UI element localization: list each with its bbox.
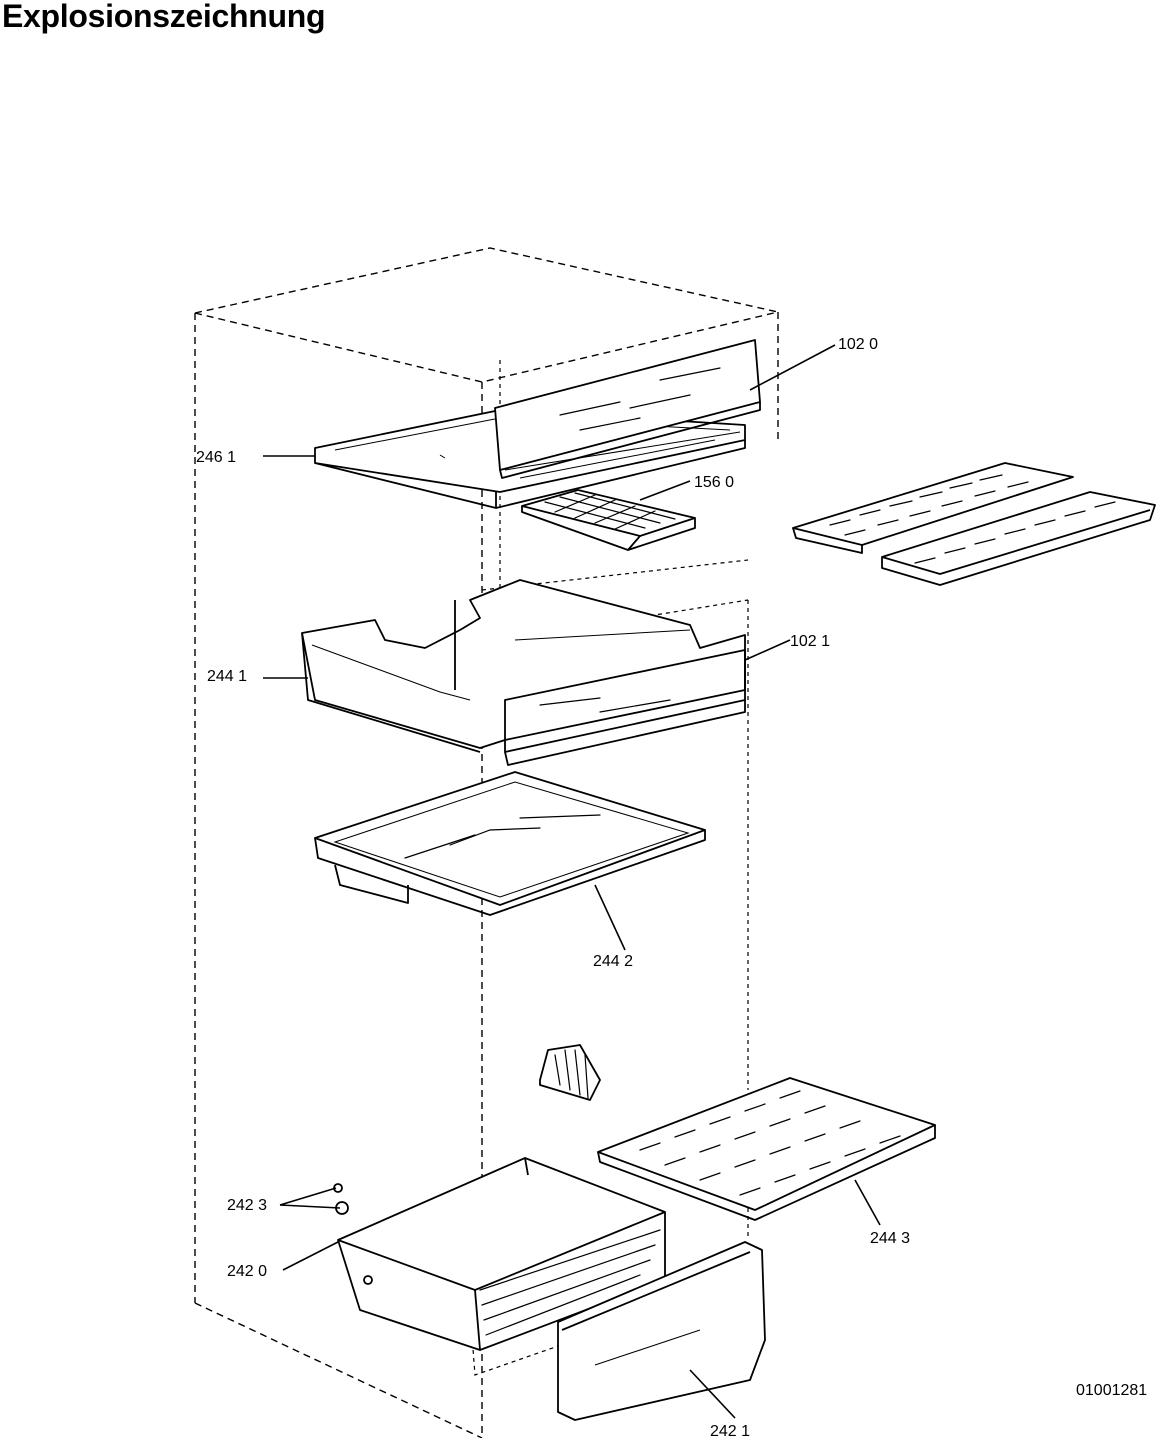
callout-156-0: 156 0	[694, 474, 734, 491]
part-flap-102-0	[494, 339, 761, 479]
callout-244-3: 244 3	[870, 1230, 910, 1247]
part-shelf-right-upper-b	[881, 491, 1156, 586]
part-shelf-right-upper-a	[792, 462, 1074, 554]
callout-244-1: 244 1	[207, 668, 247, 685]
callout-242-0: 242 0	[227, 1263, 267, 1280]
page-title: Explosionszeichnung	[2, 0, 326, 34]
document-id: 01001281	[1076, 1382, 1148, 1399]
callout-leaders	[263, 344, 881, 1419]
callout-102-0: 102 0	[838, 336, 878, 353]
callout-242-3: 242 3	[227, 1197, 267, 1214]
part-drawer-242-0	[337, 1157, 666, 1351]
part-tray-244-2	[314, 771, 706, 916]
part-drawer-front-242-1	[557, 1241, 766, 1421]
callout-102-1: 102 1	[790, 633, 830, 650]
part-box-244-1	[301, 579, 746, 766]
part-shelf-244-3	[597, 1077, 936, 1221]
part-bottle-holder	[539, 1044, 601, 1101]
callout-246-1: 246 1	[196, 449, 236, 466]
callout-242-1: 242 1	[710, 1423, 750, 1438]
callout-244-2: 244 2	[593, 953, 633, 970]
part-ice-tray-156-0	[521, 489, 696, 551]
part-screws-242-3	[333, 1183, 349, 1215]
